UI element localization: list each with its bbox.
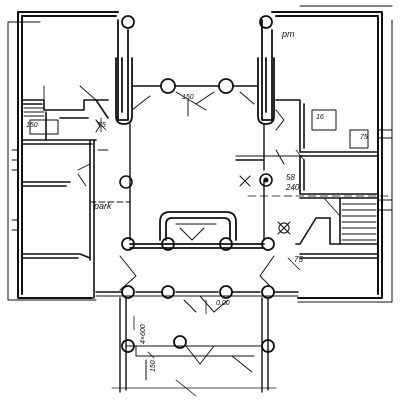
left-wing-walls bbox=[21, 99, 109, 299]
dimension-label: 75 bbox=[294, 255, 303, 264]
portico-column-icon bbox=[161, 237, 175, 251]
portico-lower-column-icon bbox=[121, 285, 135, 299]
terrace-column-icon bbox=[261, 339, 275, 353]
right-top-column-icon bbox=[259, 15, 273, 29]
right-stair bbox=[323, 197, 377, 241]
arcade-top bbox=[129, 211, 265, 249]
hall-column-icon bbox=[259, 173, 273, 187]
room-tag: 16 bbox=[316, 114, 324, 121]
dimension-label: 75 bbox=[98, 122, 106, 129]
cross-mark-icon bbox=[239, 175, 291, 235]
hall-column-dot-icon bbox=[263, 177, 269, 183]
dimension-label: 75 bbox=[360, 134, 368, 141]
dimension-label: 150 bbox=[150, 360, 157, 372]
terrace-column-icon bbox=[121, 339, 135, 353]
left-front-pilaster bbox=[115, 19, 133, 125]
terrace-column-icon bbox=[173, 335, 187, 349]
hall-column-icon bbox=[119, 175, 133, 189]
central-hall-top bbox=[131, 85, 259, 117]
right-wing-outline bbox=[271, 5, 393, 303]
portico-column-icon bbox=[219, 237, 233, 251]
dimension-label: 150 bbox=[26, 122, 38, 129]
dimension-label: 150 bbox=[182, 94, 194, 101]
portico-column-icon bbox=[261, 237, 275, 251]
portico-column-icon bbox=[121, 237, 135, 251]
portico-lower-column-icon bbox=[161, 285, 175, 299]
right-wing-walls bbox=[275, 99, 393, 259]
portico-lower-column-icon bbox=[219, 285, 233, 299]
right-front-pilaster bbox=[257, 19, 275, 125]
dimension-marks bbox=[95, 117, 305, 359]
left-stair bbox=[11, 85, 109, 231]
left-top-column-icon bbox=[121, 15, 135, 29]
label-pm: pm bbox=[282, 29, 295, 39]
left-wing-outline bbox=[7, 11, 119, 301]
column-icon bbox=[160, 78, 176, 94]
dimension-label: 240 bbox=[286, 183, 300, 192]
central-hall-walls bbox=[89, 123, 393, 241]
column-icon bbox=[218, 78, 234, 94]
dimension-label: 0.00 bbox=[216, 300, 230, 307]
entry-terrace bbox=[111, 297, 277, 397]
label-park: park bbox=[94, 201, 112, 211]
dimension-label: 58 bbox=[286, 173, 295, 182]
dimension-label: 4×600 bbox=[140, 324, 147, 344]
